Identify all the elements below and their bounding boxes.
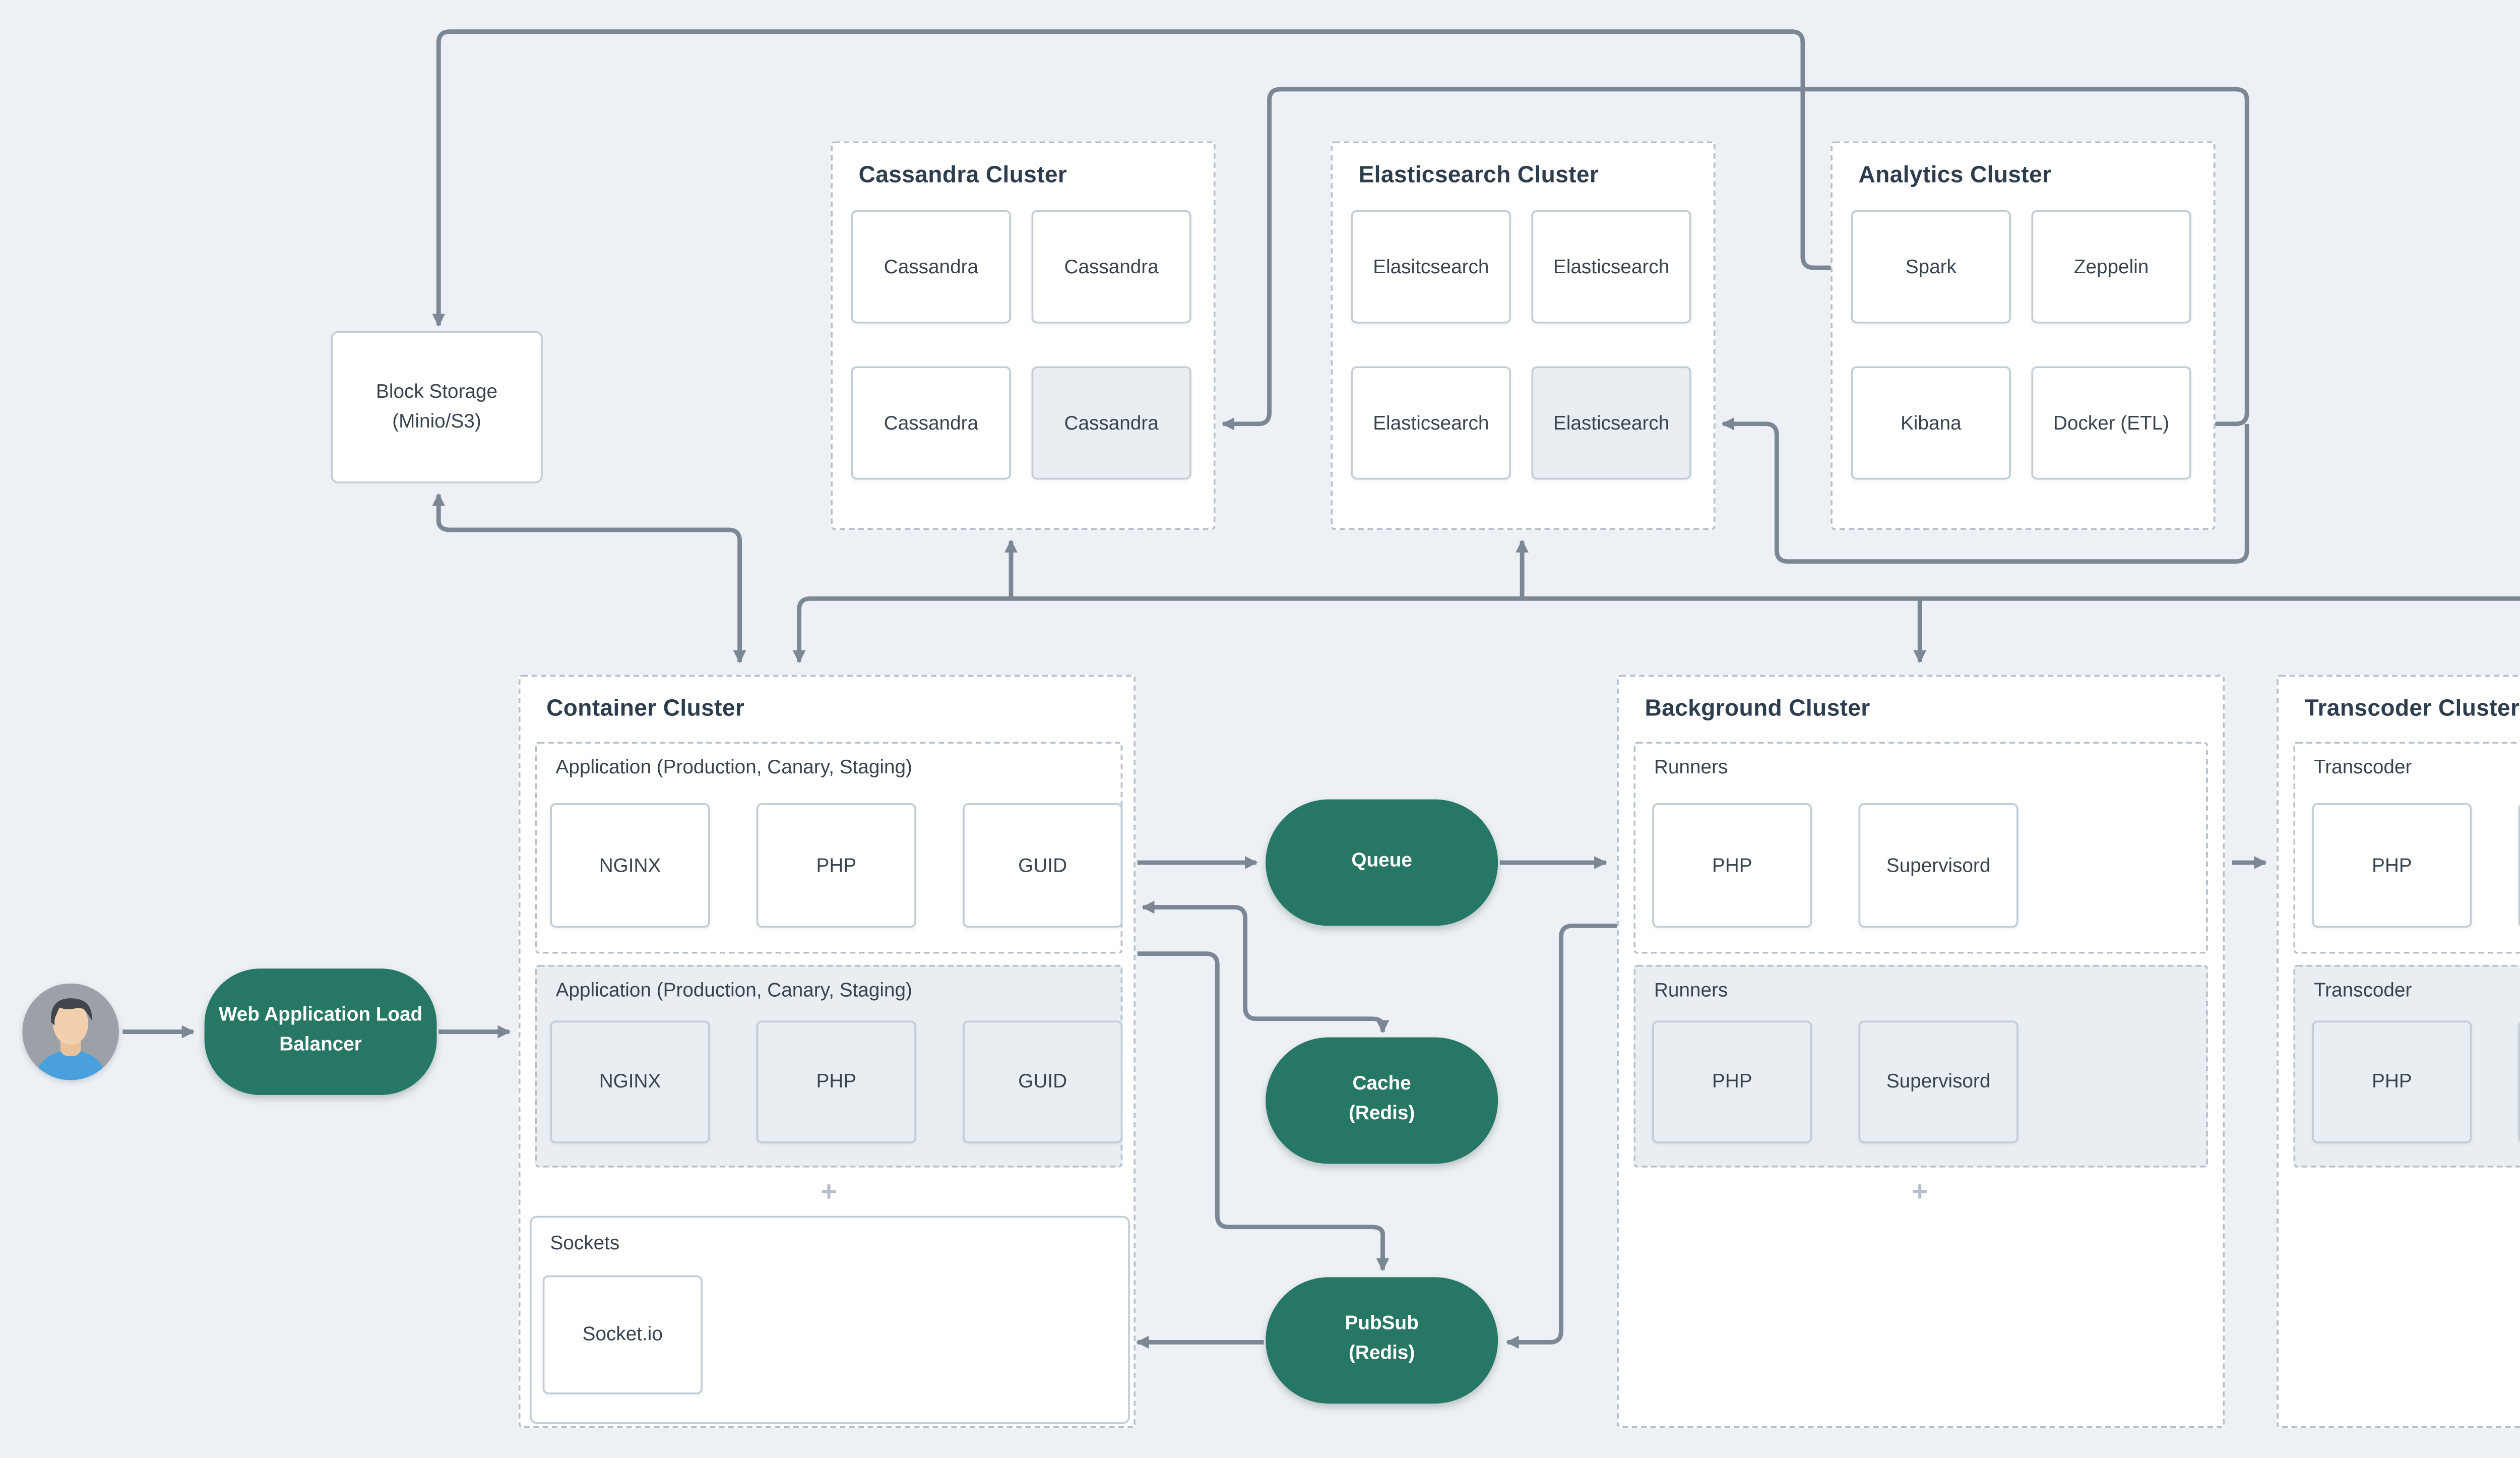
elasticsearch-node-1: Elasitcsearch	[1351, 210, 1511, 324]
cache-label-line1: Cache	[1352, 1073, 1411, 1096]
analytics-cluster-title: Analytics Cluster	[1858, 161, 2052, 188]
pubsub-redis-node: PubSub (Redis)	[1266, 1277, 1498, 1404]
background-node-php-2: PHP	[1652, 1020, 1812, 1143]
elasticsearch-node-2: Elasticsearch	[1531, 210, 1691, 324]
container-node-guid-2: GUID	[963, 1020, 1123, 1143]
background-add-icon[interactable]: +	[1911, 1177, 1928, 1208]
transcoder-node-ffmpeg-2: FFMpeg	[2518, 1020, 2520, 1143]
queue-label: Queue	[1351, 849, 1412, 872]
container-app-group-2-label: Application (Production, Canary, Staging…	[555, 980, 912, 1002]
container-node-php-2: PHP	[756, 1020, 916, 1143]
container-node-nginx-1: NGINX	[550, 803, 710, 928]
socket-io-node: Socket.io	[542, 1275, 703, 1394]
analytics-node-kibana: Kibana	[1851, 366, 2011, 480]
walb-label-line2: Balancer	[279, 1034, 362, 1056]
pubsub-label-line2: (Redis)	[1349, 1342, 1415, 1365]
container-node-guid-1: GUID	[963, 803, 1123, 928]
cache-redis-node: Cache (Redis)	[1266, 1037, 1498, 1164]
elasticsearch-cluster-title: Elasticsearch Cluster	[1358, 161, 1599, 188]
block-storage-node: Block Storage (Minio/S3)	[331, 331, 543, 483]
background-node-supervisord-2: Supervisord	[1858, 1020, 2019, 1143]
cassandra-node-2: Cassandra	[1031, 210, 1191, 324]
analytics-node-spark: Spark	[1851, 210, 2011, 324]
user-avatar-icon	[22, 983, 119, 1080]
pubsub-label-line1: PubSub	[1345, 1313, 1419, 1335]
transcoder-cluster-title: Transcoder Cluster	[2304, 695, 2520, 721]
runners-group-1-label: Runners	[1654, 756, 1728, 779]
elasticsearch-node-4: Elasticsearch	[1531, 366, 1691, 480]
container-node-php-1: PHP	[756, 803, 916, 928]
web-application-load-balancer: Web Application Load Balancer	[204, 968, 437, 1095]
background-cluster-title: Background Cluster	[1645, 695, 1870, 721]
cache-label-line2: (Redis)	[1349, 1102, 1415, 1125]
block-storage-label-line2: (Minio/S3)	[392, 410, 481, 434]
transcoder-node-ffmpeg-1: FFMpeg	[2518, 803, 2520, 928]
block-storage-label-line1: Block Storage	[376, 380, 498, 403]
transcoder-node-php-1: PHP	[2312, 803, 2472, 928]
container-node-nginx-2: NGINX	[550, 1020, 710, 1143]
background-node-supervisord-1: Supervisord	[1858, 803, 2019, 928]
cassandra-node-1: Cassandra	[851, 210, 1011, 324]
transcoder-node-php-2: PHP	[2312, 1020, 2472, 1143]
elasticsearch-node-3: Elasticsearch	[1351, 366, 1511, 480]
container-app-group-1-label: Application (Production, Canary, Staging…	[555, 756, 912, 779]
cassandra-node-4: Cassandra	[1031, 366, 1191, 480]
background-node-php-1: PHP	[1652, 803, 1812, 928]
runners-group-2-label: Runners	[1654, 980, 1728, 1002]
analytics-node-docker-etl: Docker (ETL)	[2031, 366, 2191, 480]
walb-label-line1: Web Application Load	[218, 1004, 423, 1027]
transcoder-group-2-label: Transcoder	[2313, 980, 2412, 1002]
cassandra-node-3: Cassandra	[851, 366, 1011, 480]
container-cluster-title: Container Cluster	[546, 695, 745, 721]
cassandra-cluster-title: Cassandra Cluster	[858, 161, 1067, 188]
sockets-group-label: Sockets	[550, 1232, 620, 1255]
analytics-node-zeppelin: Zeppelin	[2031, 210, 2191, 324]
container-add-icon[interactable]: +	[821, 1177, 837, 1208]
transcoder-group-1-label: Transcoder	[2313, 756, 2412, 779]
queue-node: Queue	[1266, 799, 1498, 926]
